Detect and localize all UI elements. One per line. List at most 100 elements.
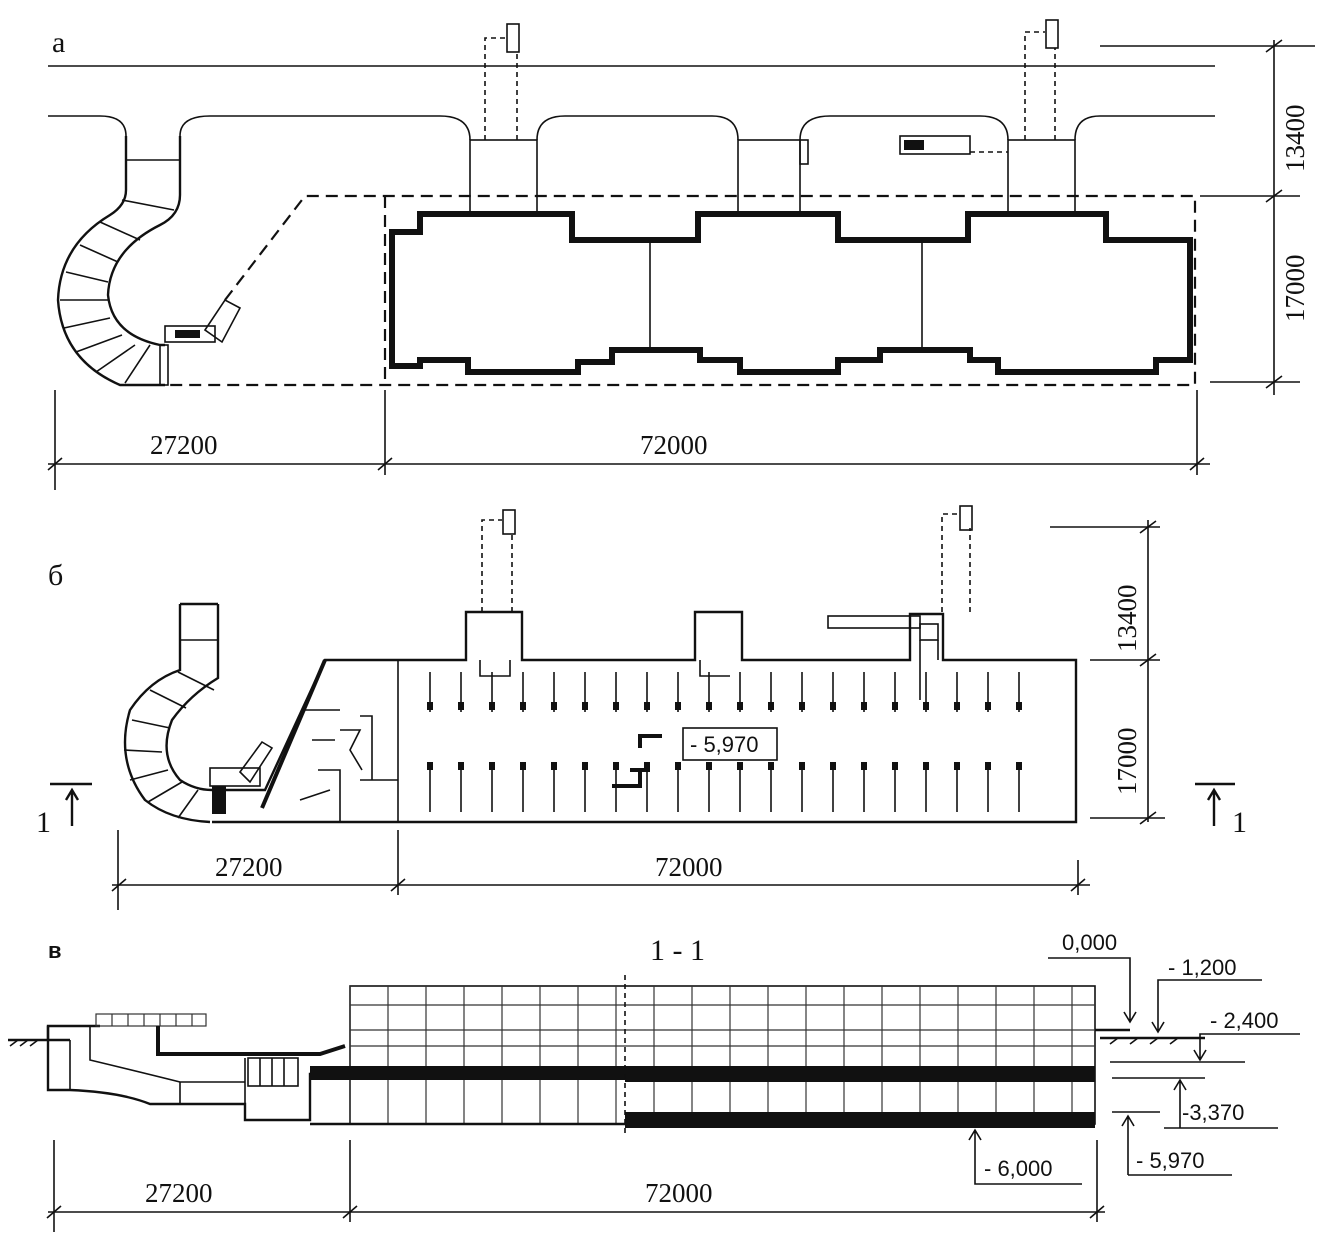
stall-marker [892,762,898,770]
stall-marker [737,702,743,710]
stair-b-landing [919,623,939,641]
slab-lower [625,1112,1095,1128]
slab-upper-thick [625,1066,1095,1082]
stall-marker [892,702,898,710]
ramp-section [46,1026,345,1122]
stall-marker [489,762,495,770]
dim-ticks-b [111,878,1086,892]
stall-marker [582,702,588,710]
ramp-b-core [209,767,261,787]
stall-marker [520,762,526,770]
stall-marker [799,702,805,710]
dim-ticks-c [46,1205,1105,1219]
dim-b-top: 13400 [1112,585,1142,653]
dim-a-left: 27200 [150,430,218,460]
dim-c-right: 72000 [645,1178,713,1208]
vent-head-b1 [502,509,516,535]
dim-c-left: 27200 [145,1178,213,1208]
dim-ticks-a [47,457,1205,471]
panel-a-plan: а [47,19,1315,490]
stall-marker [489,702,495,710]
floor-level-box [682,727,778,761]
exit-pavilion-2 [737,139,801,213]
spiral-ramp-outer [56,136,165,387]
floor-level-text: - 5,970 [690,732,759,757]
ramp-end [159,344,169,386]
spiral-ramp-segments [60,159,180,384]
section-frame [349,985,1096,1125]
vdim-ticks-b [1139,520,1157,825]
stall-marker [551,762,557,770]
elev-1: - 1,200 [1168,955,1237,980]
service-rooms [299,709,398,822]
vent-duct-1 [484,37,518,140]
stall-marker [458,762,464,770]
stall-marker [520,702,526,710]
parking-outline [212,610,1078,824]
ground-right [1095,1028,1205,1040]
stall-marker [551,702,557,710]
stall-marker [458,702,464,710]
dim-b-right: 72000 [655,852,723,882]
ramp-canopy [95,1013,207,1027]
dim-b-bottom: 17000 [1112,728,1142,796]
stall-marker [427,762,433,770]
exit-pavilion-3 [1007,139,1076,213]
vent-duct-2 [1024,31,1056,140]
section-mark-right: 1 [1232,806,1247,839]
stall-marker [675,702,681,710]
ramp-section-lines [69,1026,246,1104]
panel-b-label: б [48,559,63,592]
ground-left [8,1024,100,1042]
elev-1-leader [1151,979,1262,1034]
spiral-ramp-inner [106,136,182,347]
stall-marker [830,762,836,770]
ramp-b-stair [238,740,274,784]
section-mark-right-arrow [1206,787,1222,826]
ramp-b-segments [123,639,218,819]
stall-marker [706,762,712,770]
dim-a-top: 13400 [1280,105,1310,173]
panel-b-plan: б - 5,970 [36,505,1247,910]
level-leader [638,734,662,748]
stall-marker [985,702,991,710]
ground-hatch-right [1109,1037,1179,1045]
stall-marker [923,762,929,770]
vent-head-b2 [959,505,973,531]
panel-a-label: а [52,26,65,59]
stall-marker [954,762,960,770]
elev-ground: 0,000 [1062,930,1117,955]
section-mark-left: 1 [36,806,51,839]
exit-blocks-b [479,660,730,677]
stall-marker [427,702,433,710]
elev-2-leader [1193,1033,1300,1062]
stall-marker [768,762,774,770]
stall-marker [613,762,619,770]
dim-a-bottom: 17000 [1280,255,1310,323]
stair-b-shaft [919,640,939,700]
stall-marker [923,702,929,710]
stall-marker [675,762,681,770]
spiral-ramp-b-inner [165,604,220,792]
elev-2: - 2,400 [1210,1008,1279,1033]
stall-marker [954,702,960,710]
elev-3-leader [1164,1078,1278,1129]
section-title: 1 - 1 [650,934,705,967]
elev-5-leader [968,1128,1082,1185]
ground-hatch-left [9,1039,39,1047]
panel-c-label: в [48,938,62,963]
vent-head-2 [1045,19,1059,49]
vent-duct-b1 [481,519,513,612]
stall-marker [830,702,836,710]
elev-5: - 6,000 [984,1156,1053,1181]
stall-marker [706,702,712,710]
ramp-core-fill [175,330,200,338]
ramp-stair [203,298,242,344]
stair-b [827,615,921,629]
stair-symbol-fill [904,140,924,150]
stall-marker [861,762,867,770]
vent-head-1 [506,23,520,53]
ramp-canopy-grid [111,1014,193,1026]
entry-canopy-outline [48,115,1215,141]
stall-marker [644,762,650,770]
